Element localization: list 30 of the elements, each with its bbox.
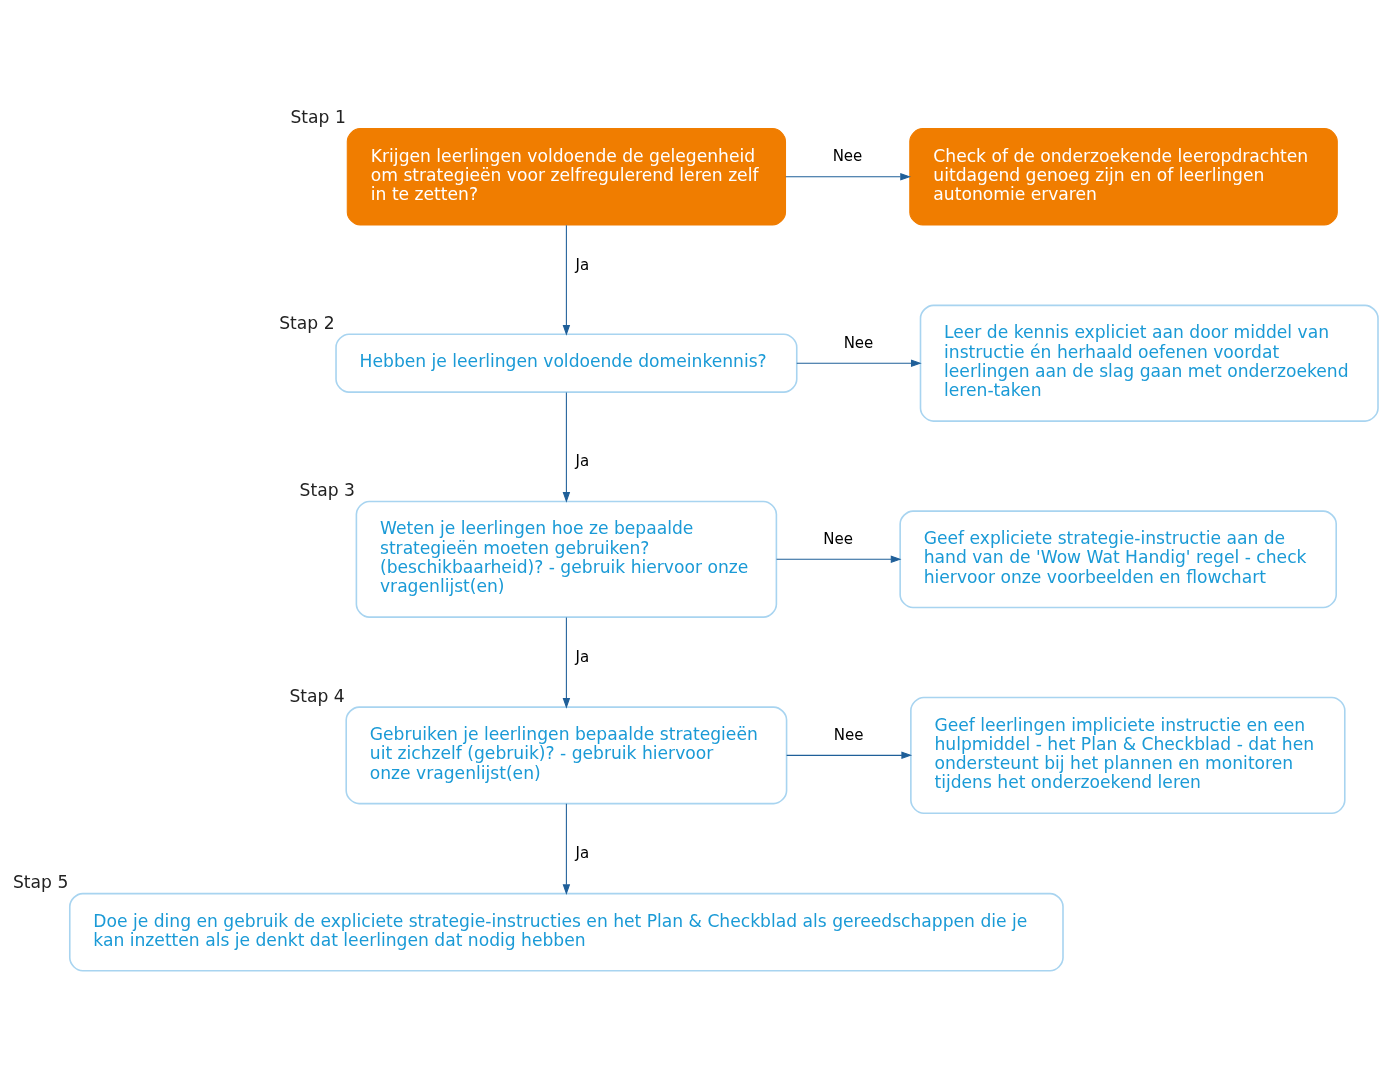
edge-label: Ja — [575, 647, 590, 666]
node-label: Stap 2 — [279, 312, 335, 333]
edge-label: Nee — [843, 333, 874, 352]
arrow — [786, 751, 913, 759]
arrow — [562, 616, 571, 709]
edge-label: Ja — [575, 255, 590, 274]
edge-label: Ja — [575, 843, 590, 862]
node-label: Stap 5 — [13, 871, 69, 892]
edge-label: Nee — [823, 529, 853, 548]
node-label: Stap 1 — [290, 106, 346, 127]
node-box: Gebruiken je leerlingen bepaalde strategieën uit zichzelf (gebruik)? - gebruik hiervoor onze vragenlijst(en) — [345, 705, 788, 804]
arrow — [562, 391, 571, 503]
arrow — [796, 358, 922, 367]
arrow — [785, 172, 911, 181]
arrow — [776, 555, 902, 563]
node-box: Doe je ding en gebruik de expliciete strategie-instructies en het Plan & Checkblad als gereedschappen die je kan inzetten als je denkt dat leerlingen dat nodig hebben — [69, 892, 1064, 971]
edge-label: Nee — [833, 725, 864, 744]
node-box: Geef leerlingen impliciete instructie en een hulpmiddel - het Plan & Checkblad - dat hen ondersteunt bij het plannen en monitoren tijdens het onderzoekend leren — [910, 696, 1346, 814]
node-box: Hebben je leerlingen voldoende domeinkennis? — [335, 333, 798, 393]
node-box: Geef expliciete strategie-instructie aan de hand van de 'Wow Wat Handig' regel - check hiervoor onze voorbeelden en flowchart — [899, 509, 1337, 608]
edge-label: Nee — [832, 146, 863, 165]
node-box: Check of de onderzoekende leeropdrachten uitdagend genoeg zijn en of leerlingen autonomie ervaren — [909, 127, 1338, 226]
node-label: Stap 3 — [299, 479, 355, 500]
edge-label: Ja — [575, 451, 590, 470]
node-box: Weten je leerlingen hoe ze bepaalde strategieën moeten gebruiken? (beschikbaarheid)? - gebruik hiervoor onze vragenlijst(en) — [355, 500, 778, 618]
arrow — [562, 802, 571, 895]
node-label: Stap 4 — [289, 685, 345, 706]
node-box: Leer de kennis expliciet aan door middel van instructie én herhaald oefenen voordat leerlingen aan de slag gaan met onderzoekend leren-taken — [919, 304, 1379, 422]
arrow — [562, 224, 571, 336]
node-box: Krijgen leerlingen voldoende de gelegenheid om strategieën voor zelfregulerend leren zelf in te zetten? — [346, 127, 787, 226]
